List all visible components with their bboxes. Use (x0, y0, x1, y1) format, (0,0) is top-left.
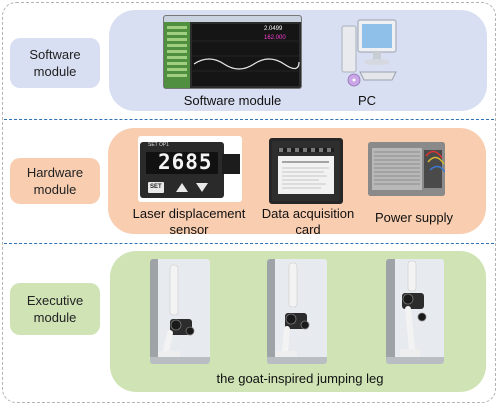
pc-icon (340, 18, 398, 88)
executive-module-label: Executive module (10, 283, 100, 335)
jumping-leg-graphic-3 (386, 259, 444, 364)
sensor-display-reading: 2685 (158, 150, 213, 174)
screen-reading-2: 162.000 (264, 35, 286, 41)
sensor-top-labels: SET OP1 (148, 142, 170, 148)
pc-icon-graphic (341, 19, 397, 87)
screen-reading-1: 2.0499 (264, 26, 283, 32)
row-divider-2 (4, 243, 494, 244)
laser-sensor-caption: Laser displacement sensor (132, 206, 246, 237)
data-acquisition-card-caption: Data acquisition card (261, 206, 355, 237)
jumping-leg-photo-1 (150, 259, 210, 364)
data-acquisition-card-image (269, 138, 343, 204)
jumping-leg-graphic-1 (150, 259, 210, 364)
jumping-leg-photo-2 (267, 259, 327, 364)
software-screenshot: 2.0499 162.000 (163, 15, 302, 89)
power-supply-image (368, 142, 445, 196)
laser-sensor-image: SET OP1 2685 SET (138, 136, 242, 202)
power-supply-caption: Power supply (374, 210, 454, 225)
row-divider-1 (4, 119, 494, 120)
laser-sensor-graphic (140, 142, 240, 198)
power-supply-graphic (368, 142, 445, 196)
software-module-label: Software module (10, 38, 100, 88)
hardware-module-label: Hardware module (10, 158, 100, 204)
outer-frame (2, 2, 496, 403)
jumping-leg-graphic-2 (267, 259, 327, 364)
jumping-leg-caption: the goat-inspired jumping leg (216, 371, 384, 386)
pc-caption: PC (357, 93, 377, 108)
sensor-set-key: SET (150, 184, 162, 190)
software-module-caption: Software module (183, 93, 282, 108)
software-screenshot-graphic (164, 16, 301, 88)
jumping-leg-photo-3 (386, 259, 444, 364)
daq-card-graphic (272, 141, 340, 201)
